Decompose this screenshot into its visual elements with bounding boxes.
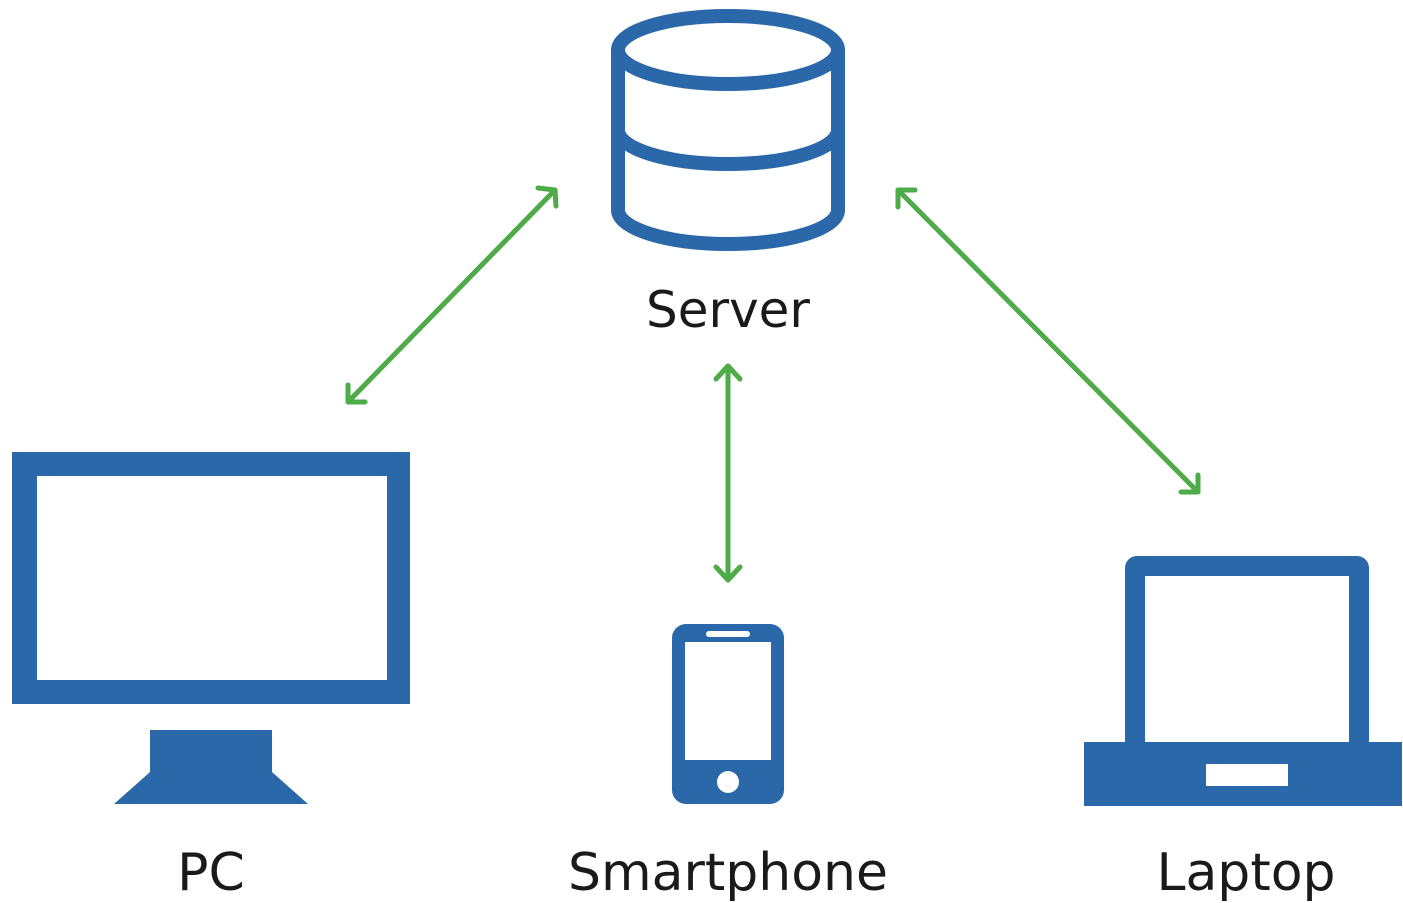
arrowhead-icon xyxy=(535,185,559,209)
smartphone-icon xyxy=(672,624,784,804)
smartphone-label: Smartphone xyxy=(568,843,888,903)
pc-label: PC xyxy=(177,843,245,903)
monitor-icon xyxy=(12,452,410,804)
laptop-label: Laptop xyxy=(1156,843,1335,903)
arrowhead-icon xyxy=(345,382,368,405)
database-icon xyxy=(611,9,845,251)
arrowhead-icon xyxy=(1178,472,1201,495)
connector-server-pc xyxy=(345,185,559,405)
connector-server-laptop xyxy=(895,187,1201,495)
connector-server-smartphone xyxy=(713,363,743,583)
arrowhead-icon xyxy=(713,564,743,583)
arrowhead-icon xyxy=(895,187,918,210)
server-label: Server xyxy=(646,281,810,339)
laptop-icon xyxy=(1084,556,1402,806)
arrowhead-icon xyxy=(713,363,743,382)
